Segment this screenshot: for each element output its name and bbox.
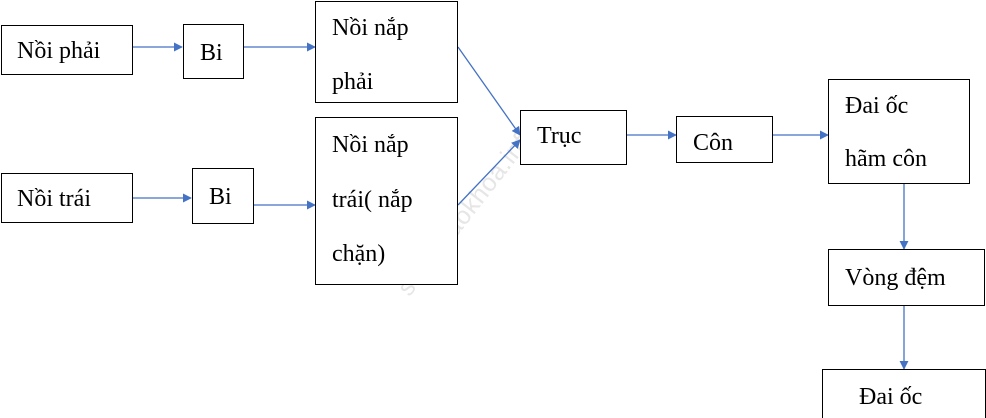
node-noi-trai: Nồi trái — [1, 173, 133, 223]
node-label: Trục — [537, 123, 582, 149]
node-label-line-2: trái( nắp — [332, 187, 413, 213]
node-label-line-2: phải — [332, 69, 374, 95]
node-label: Nồi trái — [17, 186, 91, 212]
node-dai-oc: Đai ốc — [822, 369, 986, 418]
node-noi-phai: Nồi phải — [1, 25, 133, 75]
node-label: Bi — [209, 184, 232, 210]
node-label-line-1: Nồi nắp — [332, 132, 409, 158]
node-label-line-1: Đai ốc — [845, 93, 909, 119]
node-label-line-1: Nồi nắp — [332, 15, 409, 41]
node-label: Nồi phải — [17, 38, 101, 64]
node-label-line-2: hãm côn — [845, 146, 927, 172]
node-label: Đai ốc — [859, 384, 923, 410]
node-label: Côn — [693, 130, 734, 156]
node-label: Bi — [200, 40, 223, 66]
node-con: Côn — [676, 116, 773, 163]
arrow-noi-nap-trai-to-truc — [457, 139, 521, 206]
node-noi-nap-phai: Nồi nắp phải — [315, 1, 458, 103]
node-bi-bottom: Bi — [192, 168, 254, 224]
node-noi-nap-trai: Nồi nắp trái( nắp chặn) — [315, 117, 458, 285]
arrow-noi-nap-phai-to-truc — [457, 46, 521, 136]
node-label: Vòng đệm — [845, 265, 946, 291]
node-label-line-3: chặn) — [332, 241, 386, 267]
node-truc: Trục — [520, 110, 627, 165]
node-vong-dem: Vòng đệm — [828, 249, 985, 306]
node-dai-oc-ham-con: Đai ốc hãm côn — [828, 79, 970, 184]
node-bi-top: Bi — [183, 24, 244, 79]
